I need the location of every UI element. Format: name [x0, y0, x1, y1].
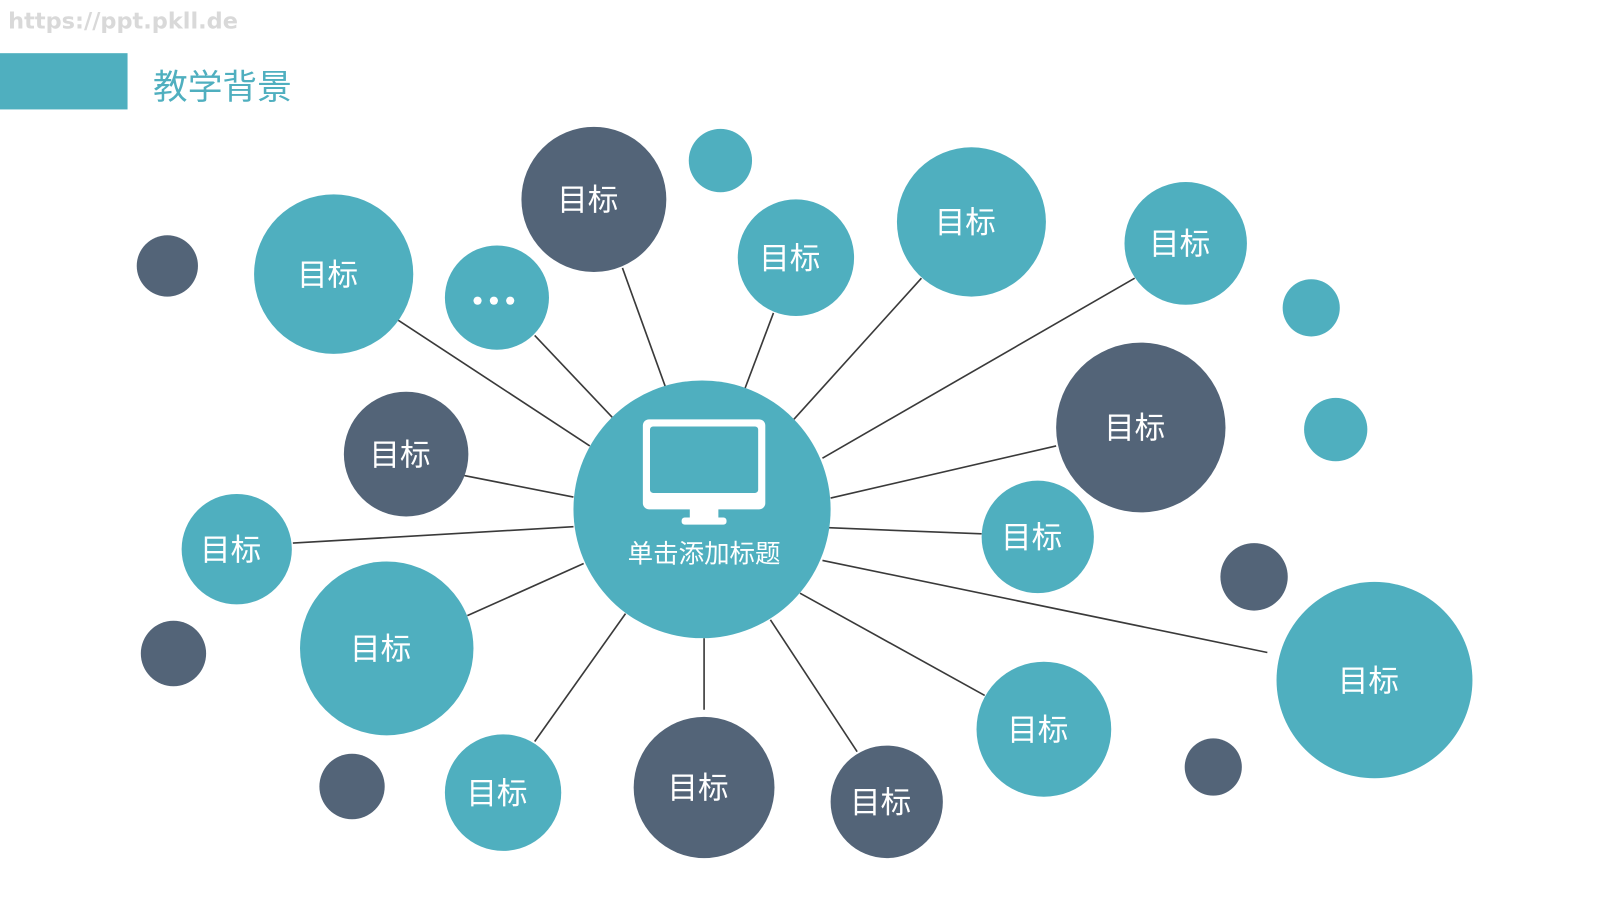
decorative-dots: [136, 128, 1368, 820]
watermark: https://ppt.pkll.de: [8, 9, 238, 35]
goal-node[interactable]: 目标: [254, 194, 414, 354]
connector-line: [292, 525, 574, 544]
goal-node[interactable]: 目标: [633, 716, 775, 859]
goal-node-label: 目标: [297, 258, 358, 293]
goal-node-circle[interactable]: [254, 194, 414, 354]
goal-node[interactable]: 目标: [1276, 581, 1473, 779]
title-accent-bar: [0, 53, 128, 110]
goal-node-label: 目标: [759, 242, 820, 277]
decorative-dot: [136, 235, 198, 297]
connector-line: [769, 619, 858, 753]
goal-node[interactable]: 目标: [521, 126, 667, 273]
goal-node-circle[interactable]: [981, 480, 1094, 594]
connector-line: [397, 319, 591, 447]
connector-line: [799, 592, 986, 697]
connector-line: [534, 613, 627, 742]
decorative-dot: [1282, 279, 1340, 337]
goal-node[interactable]: 目标: [830, 745, 943, 859]
decorative-dot: [140, 620, 207, 687]
page-title: 教学背景: [153, 68, 292, 108]
goal-node-label: 目标: [935, 206, 996, 241]
goal-node-circle[interactable]: [444, 245, 549, 350]
goal-node[interactable]: 目标: [976, 661, 1112, 797]
decorative-dot: [1304, 397, 1368, 462]
goal-node-label: 目标: [1001, 521, 1062, 556]
decorative-dot: [1220, 543, 1288, 611]
goal-node[interactable]: 目标: [343, 391, 469, 517]
goal-node-label: 目标: [1104, 412, 1165, 447]
goal-node-label: 目标: [350, 633, 411, 668]
goal-node-circle[interactable]: [343, 391, 469, 517]
goal-node-circle[interactable]: [737, 199, 855, 317]
connector-line: [830, 445, 1057, 499]
center-label: 单击添加标题: [628, 539, 781, 569]
monitor-icon: [642, 419, 766, 525]
connector-line: [467, 562, 585, 617]
goal-node-circle[interactable]: [1276, 581, 1473, 779]
goal-node-circle[interactable]: [976, 661, 1112, 797]
goal-node-circle[interactable]: [521, 126, 667, 273]
connector-lines: [292, 267, 1268, 753]
goal-node-circle[interactable]: [830, 745, 943, 859]
connector-line: [744, 312, 775, 389]
goal-node-label: 目标: [557, 184, 618, 219]
goal-node-circle[interactable]: [1124, 182, 1247, 305]
decorative-dot: [319, 753, 385, 820]
goal-node-circle[interactable]: [633, 716, 775, 859]
goal-node-label: 目标: [667, 772, 728, 807]
goal-node[interactable]: 目标: [1124, 182, 1247, 305]
goal-node-label: 目标: [1338, 664, 1399, 699]
goal-node-label: 目标: [369, 438, 430, 473]
goal-node[interactable]: 目标: [896, 147, 1046, 297]
goal-node-circle[interactable]: [1056, 342, 1226, 513]
goal-node-circle[interactable]: [444, 734, 562, 851]
goal-node[interactable]: 目标: [981, 480, 1094, 594]
goal-node[interactable]: 目标: [181, 493, 292, 605]
goal-node[interactable]: 目标: [444, 734, 562, 851]
decorative-dot: [1184, 738, 1242, 796]
goal-node-label: 目标: [200, 533, 261, 568]
connector-line: [793, 277, 923, 420]
goal-node[interactable]: 目标: [1056, 342, 1226, 513]
goal-node-label: 目标: [1149, 228, 1210, 263]
goal-node[interactable]: 目标: [737, 199, 855, 317]
connector-line: [828, 526, 982, 535]
ellipsis-dot: [473, 296, 482, 305]
connector-line: [621, 267, 667, 387]
goal-node-circle[interactable]: [181, 493, 292, 605]
ellipsis-dot: [489, 296, 498, 305]
goal-node[interactable]: [444, 245, 549, 350]
connector-line: [464, 474, 574, 498]
center-node[interactable]: 单击添加标题: [573, 380, 831, 639]
connector-line: [822, 559, 1268, 654]
goal-node-circle[interactable]: [896, 147, 1046, 297]
connector-line: [534, 334, 613, 418]
decorative-dot: [688, 128, 753, 193]
goal-node-circle[interactable]: [300, 561, 474, 736]
goal-node-label: 目标: [850, 786, 911, 821]
connector-line: [822, 277, 1136, 459]
ellipsis-dot: [506, 296, 515, 305]
goal-node[interactable]: 目标: [300, 561, 474, 736]
goal-node-label: 目标: [1007, 713, 1068, 748]
goal-node-label: 目标: [466, 777, 527, 812]
